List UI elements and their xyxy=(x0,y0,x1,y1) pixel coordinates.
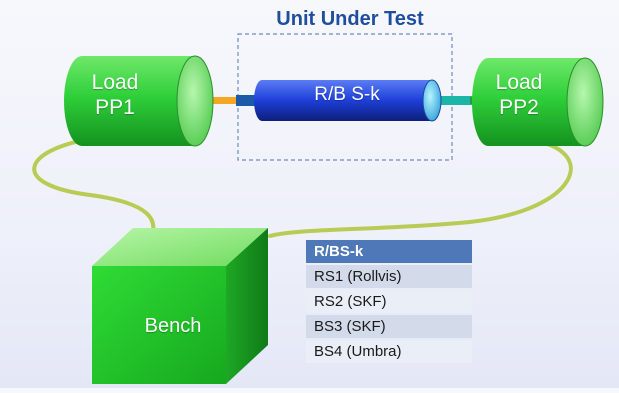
table-cell: RS2 (SKF) xyxy=(306,290,472,313)
bench-cube xyxy=(92,228,268,384)
load-pp2-label-line1: Load xyxy=(495,71,543,94)
cable-right xyxy=(268,138,573,238)
table-row: BS4 (Umbra) xyxy=(306,340,472,363)
load-pp2-cylinder xyxy=(472,57,604,147)
bearing-table: R/BS-k RS1 (Rollvis) RS2 (SKF) BS3 (SKF)… xyxy=(306,238,472,365)
coupling-right-teal xyxy=(440,96,484,105)
cable-left xyxy=(32,136,156,242)
unit-under-test-title: Unit Under Test xyxy=(276,8,424,30)
bench-label: Bench xyxy=(144,315,202,337)
coupling-left-orange xyxy=(200,97,238,104)
table-cell: RS1 (Rollvis) xyxy=(306,265,472,288)
load-pp1-label: Load PP1 xyxy=(74,70,156,120)
table-cell: BS4 (Umbra) xyxy=(306,340,472,363)
rb-shaft-cylinder xyxy=(254,79,442,122)
table-row: BS3 (SKF) xyxy=(306,315,472,338)
load-pp1-label-line2: PP1 xyxy=(95,96,135,119)
load-pp1-cylinder xyxy=(64,55,214,147)
load-pp1-label-line1: Load xyxy=(91,71,139,94)
table-row: RS2 (SKF) xyxy=(306,290,472,313)
load-pp2-label: Load PP2 xyxy=(478,70,560,120)
table-header: R/BS-k xyxy=(306,240,472,263)
shaft-label: R/B S-k xyxy=(314,84,380,105)
table-row: RS1 (Rollvis) xyxy=(306,265,472,288)
table-header-row: R/BS-k xyxy=(306,240,472,263)
coupling-left-blue xyxy=(236,95,262,106)
table-cell: BS3 (SKF) xyxy=(306,315,472,338)
load-pp2-label-line2: PP2 xyxy=(499,96,539,119)
